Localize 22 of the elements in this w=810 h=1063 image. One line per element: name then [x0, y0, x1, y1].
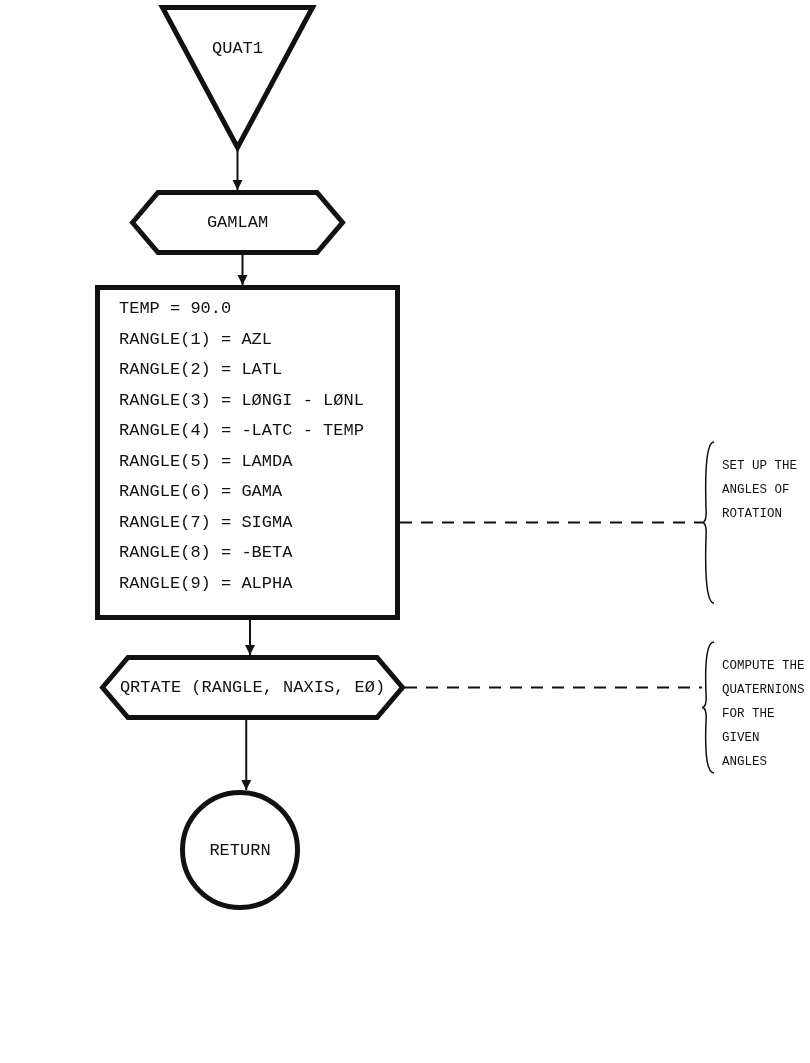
dashed-leader-line — [404, 686, 703, 689]
node-label: RETURN — [209, 840, 271, 860]
arrow — [237, 254, 248, 286]
statement-text: RANGLE(9) = ALPHA — [119, 573, 293, 593]
node-label: GAMLAM — [206, 213, 269, 232]
annotation-text: SET UP THE ANGLES OF ROTATION — [722, 458, 798, 523]
arrow — [245, 619, 255, 656]
arrow — [241, 719, 252, 791]
statement-text: RANGLE(6) = GAMA — [119, 482, 283, 501]
statement-text: RANGLE(7) = SIGMA — [119, 512, 293, 532]
node-label: QUAT1 — [212, 39, 263, 58]
statement-text: RANGLE(8) = -BETA — [119, 543, 293, 562]
statement-text: RANGLE(5) = LAMDA — [119, 451, 293, 471]
statement-text: RANGLE(3) = LØNGI - LØNL — [119, 390, 364, 410]
statement-text: RANGLE(2) = LATL — [119, 360, 283, 379]
statement-text: RANGLE(1) = AZL — [119, 329, 273, 349]
annotation-text: COMPUTE THE QUATERNIONS FOR THE GIVEN ANGLES — [722, 658, 806, 771]
node-label: QRTATE (RANGLE, NAXIS, EØ) — [119, 678, 386, 697]
arrow — [232, 149, 243, 191]
statement-text: TEMP = 90.0 — [119, 299, 232, 318]
dashed-leader-line — [399, 521, 703, 524]
statement-text: RANGLE(4) = -LATC - TEMP — [119, 421, 364, 440]
